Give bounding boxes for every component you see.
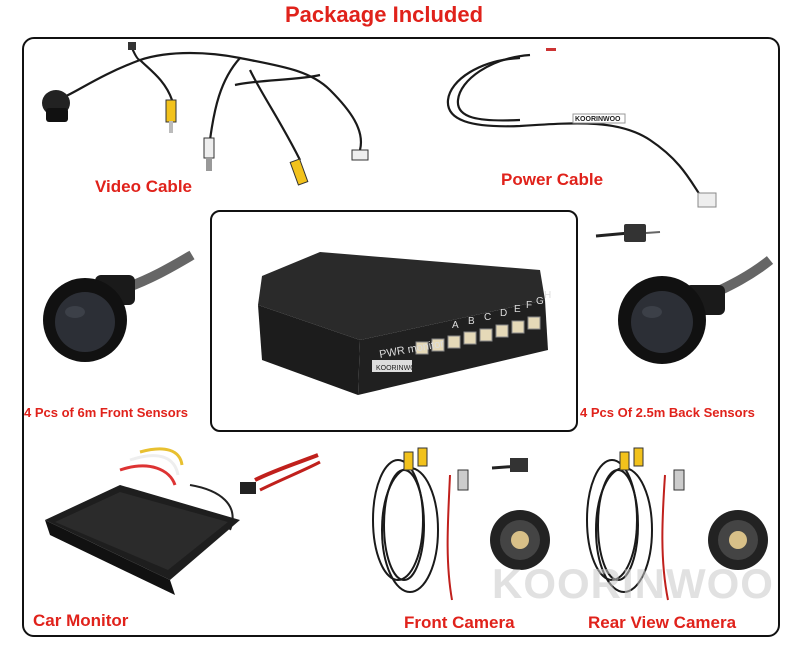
video-cable-label: Video Cable <box>95 177 192 196</box>
watermark: KOORINWOO <box>492 560 774 607</box>
power-cable-label: Power Cable <box>501 170 604 189</box>
rear-camera-label: Rear View Camera <box>588 613 737 632</box>
back-sensors-label: 4 Pcs Of 2.5m Back Sensors <box>580 405 755 420</box>
car-monitor-label: Car Monitor <box>33 611 129 630</box>
control-box-panel <box>210 210 578 432</box>
page-title: Packaage Included <box>284 2 484 27</box>
front-camera-label: Front Camera <box>404 613 515 632</box>
front-sensors-label: 4 Pcs of 6m Front Sensors <box>24 405 188 420</box>
package-frame <box>22 37 780 637</box>
